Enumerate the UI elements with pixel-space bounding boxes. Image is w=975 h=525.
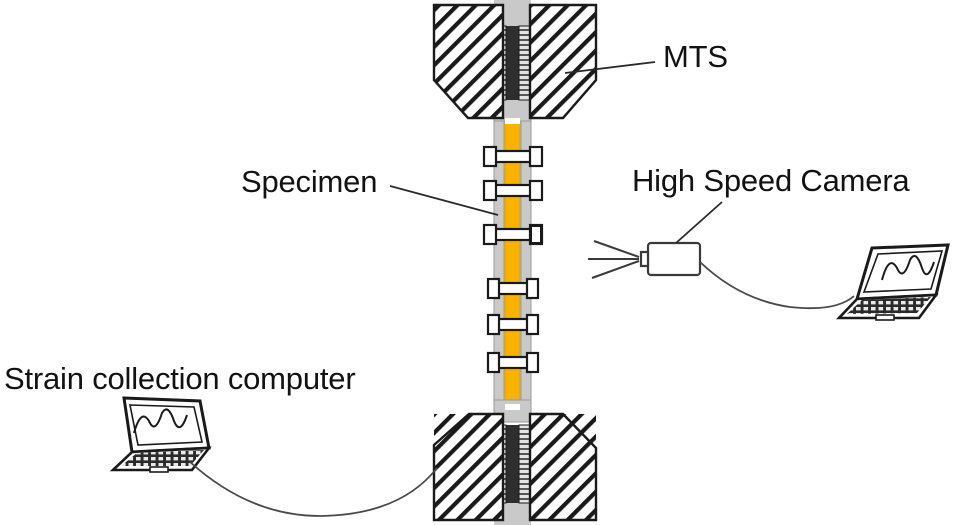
camera-leader-line — [675, 201, 723, 244]
lower-grip-right-jaw — [528, 412, 598, 522]
upper-grip-right-jaw — [528, 3, 598, 120]
bolt-row — [482, 223, 544, 246]
upper-gripped-bar — [506, 26, 519, 100]
label-strain-collection-computer: Strain collection computer — [4, 361, 356, 396]
screen-waveform — [881, 255, 935, 281]
laptop-keyboard — [847, 297, 931, 314]
specimen-upper-gap — [505, 118, 520, 124]
lower-serration-right — [518, 424, 531, 504]
lower-grip-left-jaw — [432, 412, 505, 522]
laptop-screen — [854, 243, 950, 301]
lower-gripped-bar — [506, 425, 519, 503]
screen-waveform — [133, 408, 188, 434]
laptop-base — [109, 446, 212, 473]
bolt-row — [486, 313, 540, 336]
camera-lens — [639, 250, 650, 268]
bolt-row — [482, 179, 544, 202]
high-speed-camera — [588, 240, 702, 279]
upper-serration-right — [518, 25, 531, 101]
lower-grip — [432, 412, 598, 525]
specimen-leader-line — [389, 185, 499, 216]
strain-laptop-to-grip-cable — [189, 461, 438, 517]
bolt-row — [486, 277, 540, 300]
camera-field-of-view-rays — [588, 240, 640, 279]
laptop-trackpad — [149, 466, 169, 473]
label-specimen: Specimen — [241, 164, 378, 199]
bolt-row — [482, 145, 544, 168]
camera-laptop — [835, 243, 950, 321]
strain-laptop — [109, 396, 212, 473]
laptop-screen — [122, 396, 211, 454]
label-high-speed-camera: High Speed Camera — [632, 163, 910, 198]
specimen-bolt-rows — [482, 145, 544, 374]
bolt-row — [486, 351, 540, 374]
camera-to-laptop-cable — [699, 261, 855, 310]
laptop-trackpad — [875, 314, 895, 321]
laptop-keyboard — [121, 450, 204, 466]
mts-leader-line — [564, 61, 656, 74]
camera-body — [646, 241, 702, 277]
laptop-base — [835, 293, 939, 321]
specimen-lower-gap — [505, 404, 520, 410]
label-mts: MTS — [663, 39, 728, 74]
